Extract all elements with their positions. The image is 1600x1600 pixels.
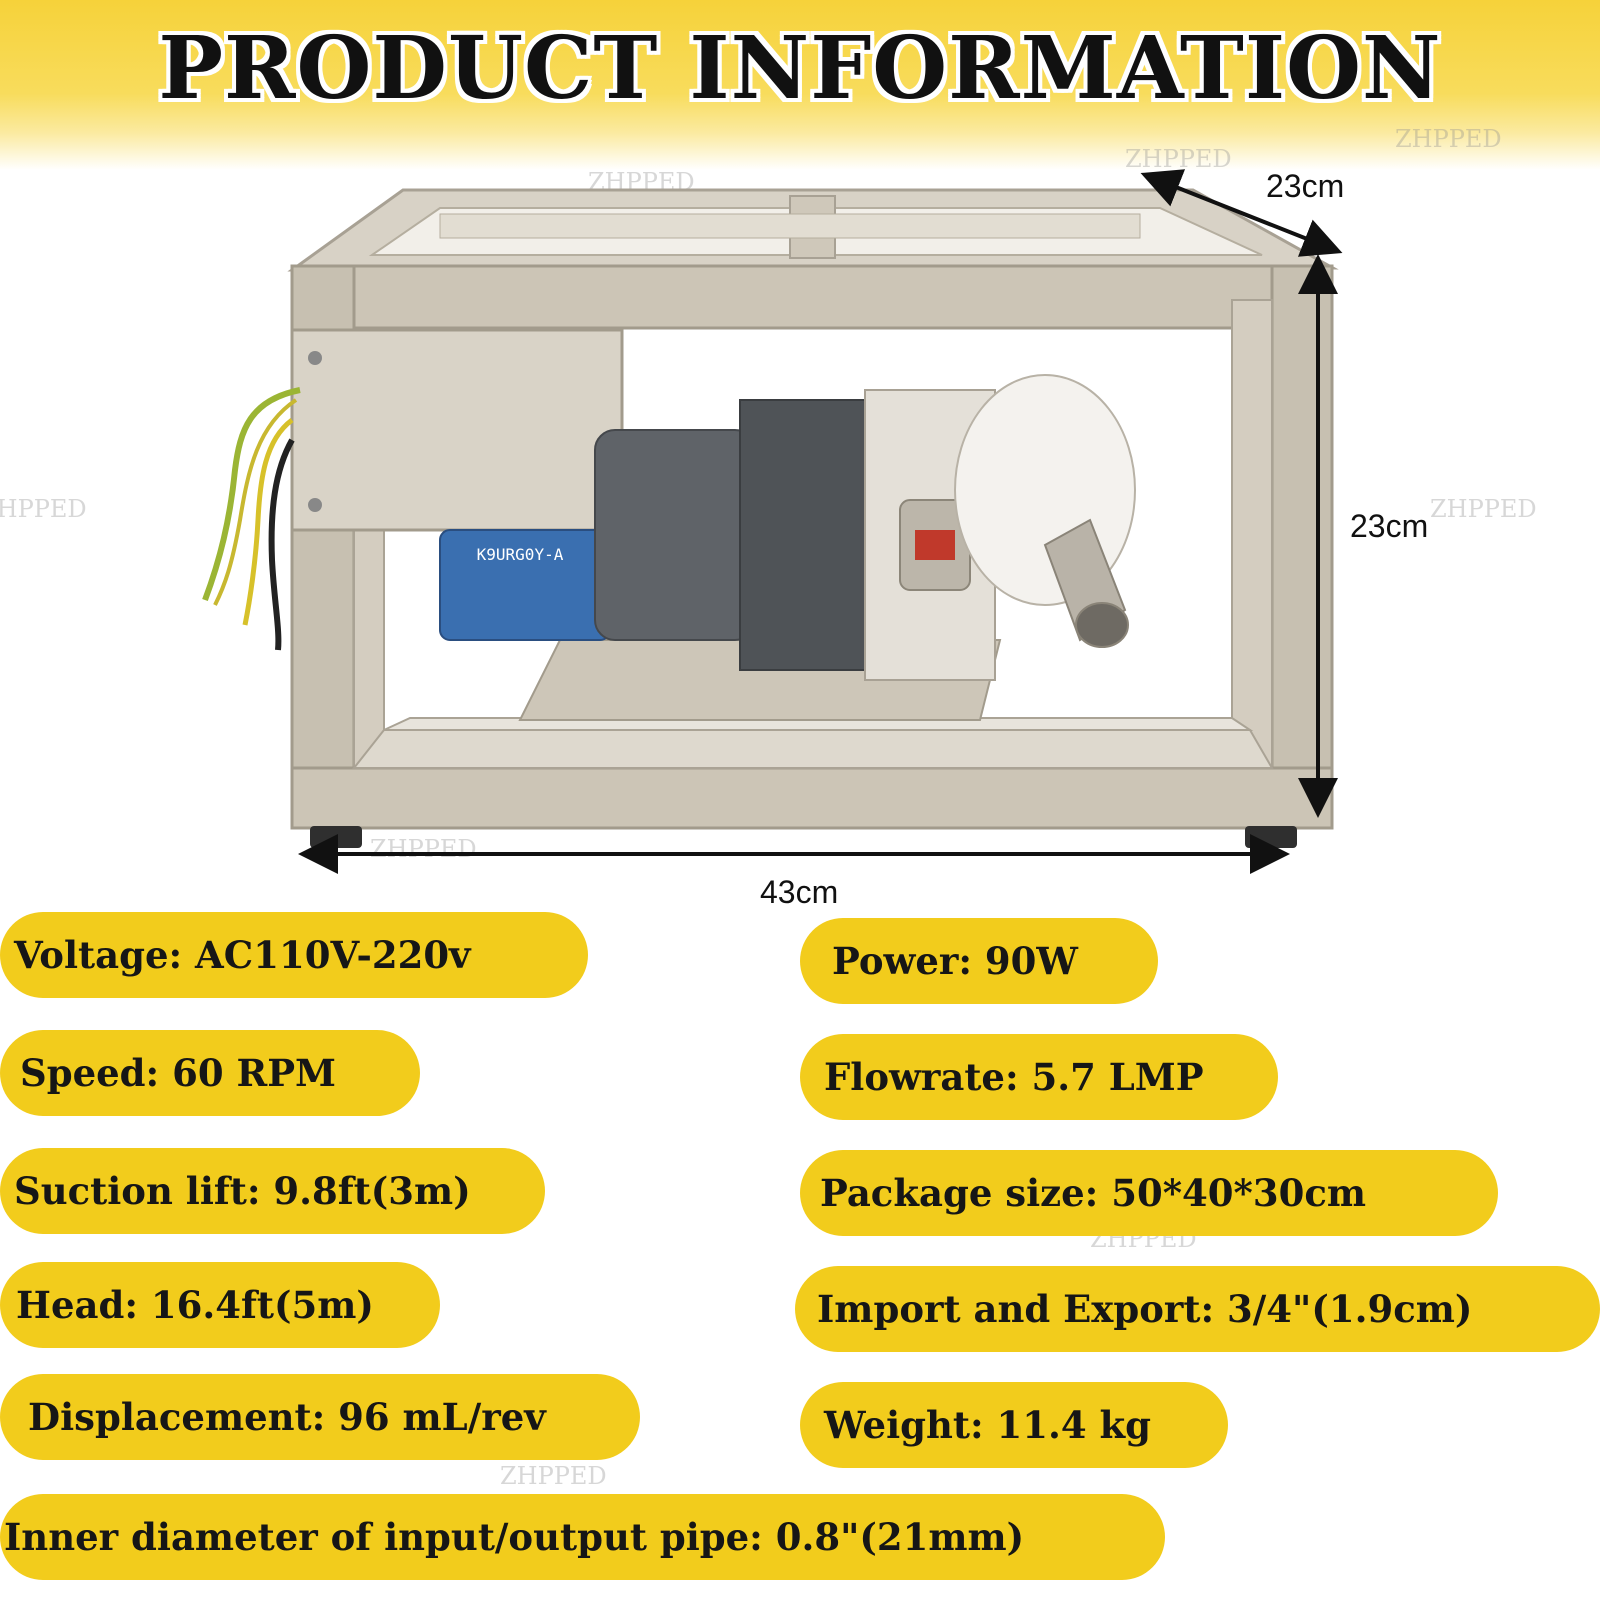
wire-yellow bbox=[242, 417, 294, 626]
spec-power-text: Power: 90W bbox=[832, 939, 1078, 983]
spec-flowrate: Flowrate: 5.7 LMP bbox=[800, 1034, 1278, 1120]
pump-illustration: K9URG0Y-A bbox=[202, 169, 1343, 874]
watermark: ZHPPED bbox=[500, 1462, 607, 1490]
watermark: ZHPPED bbox=[1125, 145, 1232, 173]
screw bbox=[308, 351, 322, 365]
rear-right-post bbox=[1231, 299, 1273, 781]
motor-label-text: K9URG0Y-A bbox=[477, 545, 564, 564]
spec-import-export: Import and Export: 3/4"(1.9cm) bbox=[795, 1266, 1600, 1352]
spec-voltage: Voltage: AC110V-220v bbox=[0, 912, 588, 998]
right-post bbox=[1270, 264, 1334, 828]
spec-inner-diameter: Inner diameter of input/output pipe: 0.8… bbox=[0, 1494, 1165, 1580]
gearbox bbox=[739, 399, 866, 671]
spec-weight-text: Weight: 11.4 kg bbox=[824, 1403, 1152, 1447]
spec-package-size-text: Package size: 50*40*30cm bbox=[820, 1171, 1367, 1215]
spec-displacement-text: Displacement: 96 mL/rev bbox=[28, 1395, 546, 1439]
coupling-insert bbox=[915, 530, 955, 560]
spec-power: Power: 90W bbox=[800, 918, 1158, 1004]
spec-speed-text: Speed: 60 RPM bbox=[20, 1051, 336, 1095]
ground-wire bbox=[202, 387, 301, 602]
front-bottom-rail bbox=[290, 766, 1334, 830]
spec-flowrate-text: Flowrate: 5.7 LMP bbox=[824, 1055, 1204, 1099]
spec-head: Head: 16.4ft(5m) bbox=[0, 1262, 440, 1348]
spec-package-size: Package size: 50*40*30cm bbox=[800, 1150, 1498, 1236]
control-box bbox=[290, 328, 624, 532]
foot-left bbox=[310, 826, 362, 848]
depth-arrow bbox=[1140, 169, 1343, 257]
watermark: ZHPPED bbox=[1430, 495, 1537, 523]
spec-import-export-text: Import and Export: 3/4"(1.9cm) bbox=[817, 1287, 1473, 1331]
spec-head-text: Head: 16.4ft(5m) bbox=[16, 1283, 374, 1327]
header-band bbox=[0, 0, 1600, 170]
watermark: ZHPPED bbox=[0, 495, 87, 523]
outlet-pipe-opening bbox=[1075, 602, 1129, 648]
spec-suction-lift: Suction lift: 9.8ft(3m) bbox=[0, 1148, 545, 1234]
base-floor bbox=[351, 729, 1274, 769]
motor-body bbox=[594, 429, 756, 641]
page-title: PRODUCT INFORMATION bbox=[158, 18, 1442, 119]
depth-label: 23cm bbox=[1266, 168, 1345, 204]
frame-rail bbox=[439, 213, 1141, 239]
foot-right bbox=[1245, 826, 1297, 848]
wire-yellow-2 bbox=[213, 398, 298, 606]
spec-suction-lift-text: Suction lift: 9.8ft(3m) bbox=[14, 1169, 471, 1213]
front-top-rail bbox=[290, 264, 1334, 330]
width-label: 43cm bbox=[760, 874, 839, 910]
spec-voltage-text: Voltage: AC110V-220v bbox=[14, 933, 471, 977]
spec-inner-diameter-text: Inner diameter of input/output pipe: 0.8… bbox=[4, 1515, 1025, 1559]
watermark: ZHPPED bbox=[1395, 125, 1502, 153]
screw bbox=[308, 498, 322, 512]
spec-displacement: Displacement: 96 mL/rev bbox=[0, 1374, 640, 1460]
height-label: 23cm bbox=[1350, 508, 1429, 544]
wire-black bbox=[268, 438, 295, 651]
spec-weight: Weight: 11.4 kg bbox=[800, 1382, 1228, 1468]
spec-speed: Speed: 60 RPM bbox=[0, 1030, 420, 1116]
